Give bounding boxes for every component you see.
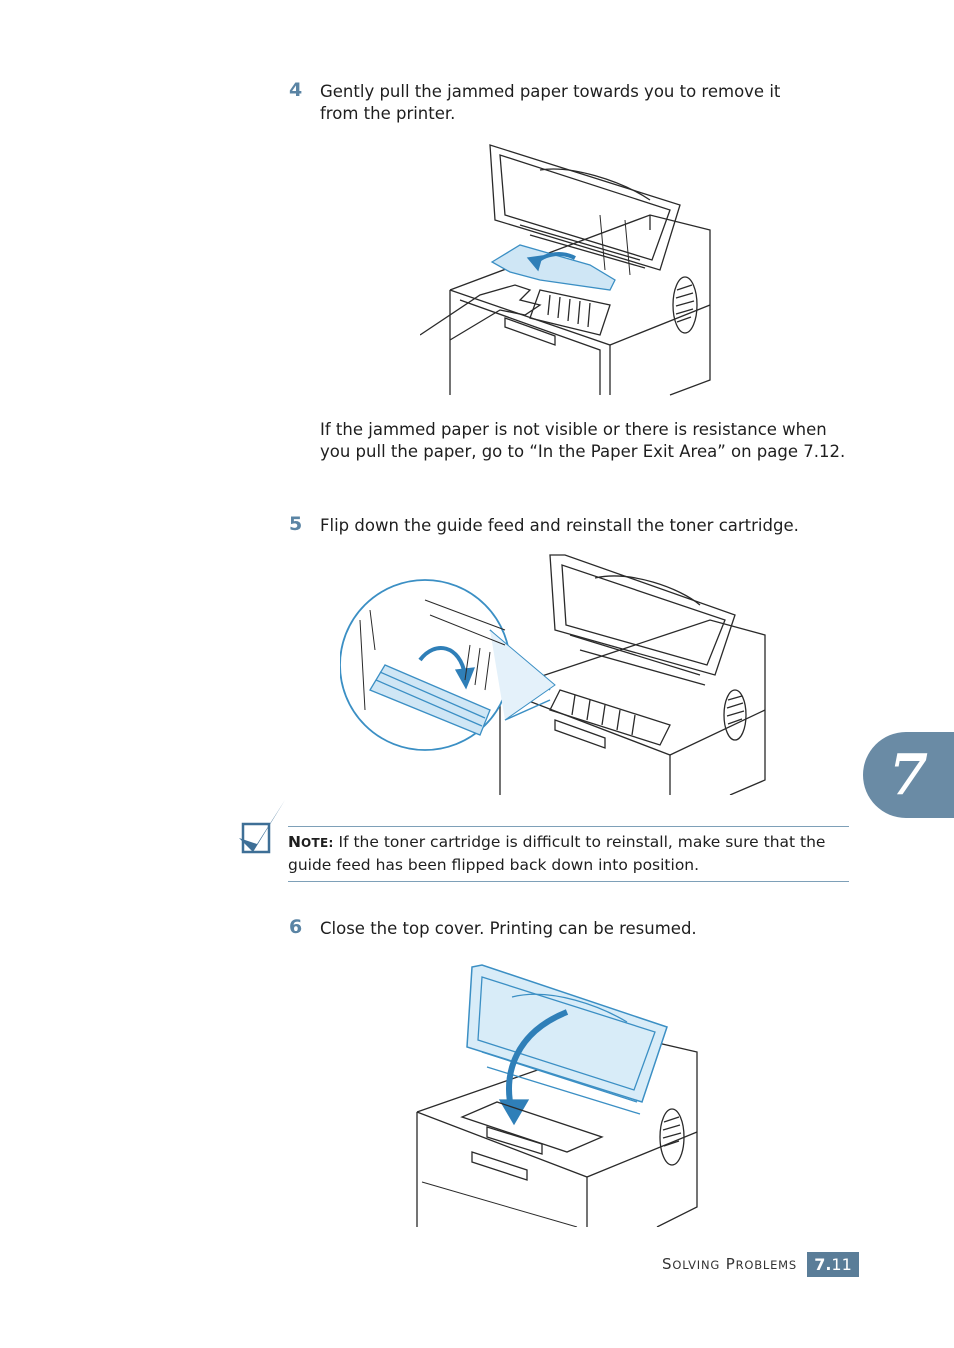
step-number-4: 4 xyxy=(289,79,303,101)
note-top-rule xyxy=(288,826,849,827)
step-6-text: Close the top cover. Printing can be res… xyxy=(320,919,697,938)
note-body: If the toner cartridge is difficult to r… xyxy=(288,833,826,874)
note-label: NOTE: xyxy=(288,833,334,851)
note-bottom-rule xyxy=(288,881,849,882)
printer-guide-feed-illustration xyxy=(340,554,766,795)
note-text: NOTE: If the toner cartridge is difficul… xyxy=(288,832,853,876)
printer-close-cover-illustration xyxy=(416,964,698,1227)
step-5-text: Flip down the guide feed and reinstall t… xyxy=(320,516,799,535)
step-4-followup-text: If the jammed paper is not visible or th… xyxy=(320,420,846,461)
checkmark-note-icon xyxy=(239,800,285,854)
footer-section-title: SOLVING PROBLEMS xyxy=(662,1255,797,1273)
printer-remove-paper-illustration xyxy=(420,144,711,396)
step-number-6: 6 xyxy=(289,916,303,938)
chapter-number: 7 xyxy=(889,742,928,808)
step-4-text: Gently pull the jammed paper towards you… xyxy=(320,82,781,123)
chapter-tab: 7 xyxy=(863,732,954,818)
page-number-badge: 7.11 xyxy=(807,1252,859,1277)
step-number-5: 5 xyxy=(289,513,303,535)
